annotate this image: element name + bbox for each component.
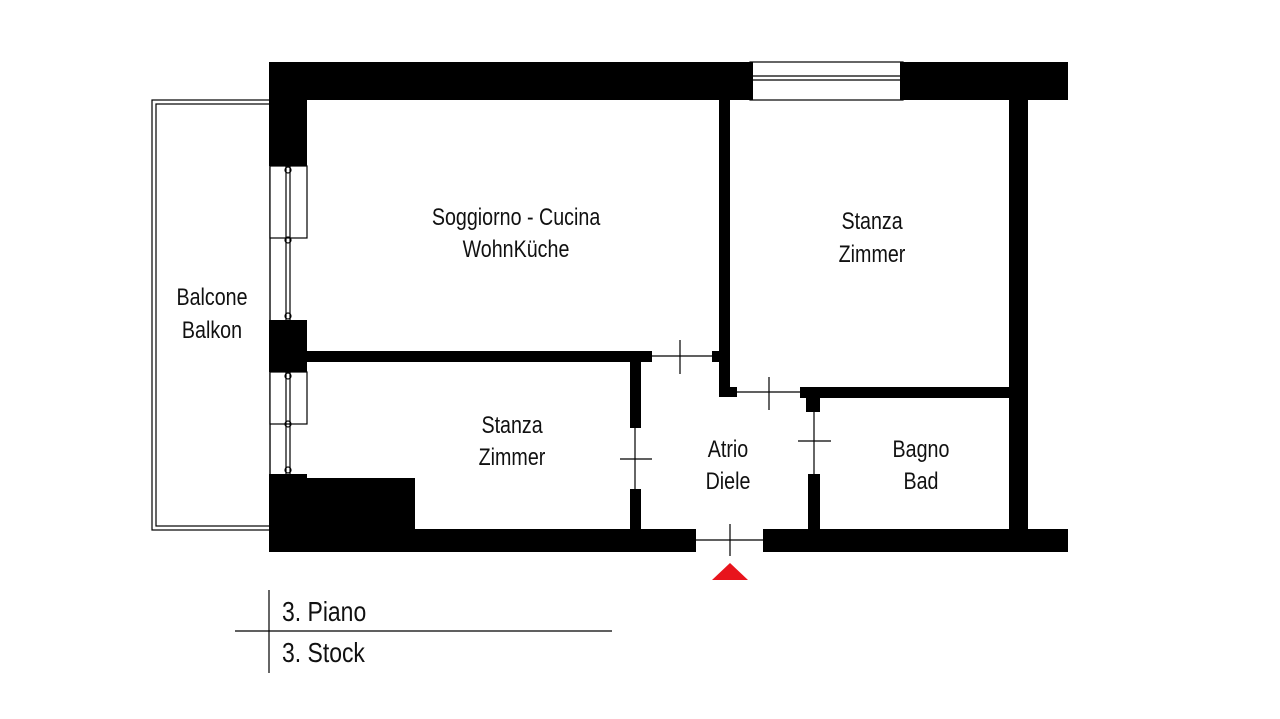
left-windows [269, 165, 308, 474]
bath-label-line2: Bad [903, 467, 938, 494]
floor-legend [235, 590, 612, 673]
interior-walls [307, 100, 1009, 530]
hall-label-line2: Diele [706, 467, 751, 494]
exterior-walls [269, 62, 1068, 552]
lower-room-label-line2: Zimmer [479, 443, 546, 470]
right-room-label-line2: Zimmer [839, 240, 906, 267]
living-room-label-line2: WohnKüche [463, 235, 570, 262]
balcony-label-line2: Balkon [182, 316, 242, 343]
balcony-outline [151, 99, 271, 531]
entrance-marker-icon [712, 563, 748, 580]
floor-label-german: 3. Stock [282, 638, 365, 669]
balcony-label-line1: Balcone [176, 283, 247, 310]
top-window [743, 61, 910, 101]
hall-label-line1: Atrio [708, 435, 748, 462]
right-room-label-line1: Stanza [841, 207, 903, 234]
living-room-label-line1: Soggiorno - Cucina [432, 203, 601, 230]
floor-label-italian: 3. Piano [282, 597, 366, 628]
door-symbols [620, 340, 831, 556]
bath-label-line1: Bagno [893, 435, 950, 462]
lower-room-label-line1: Stanza [481, 411, 543, 438]
